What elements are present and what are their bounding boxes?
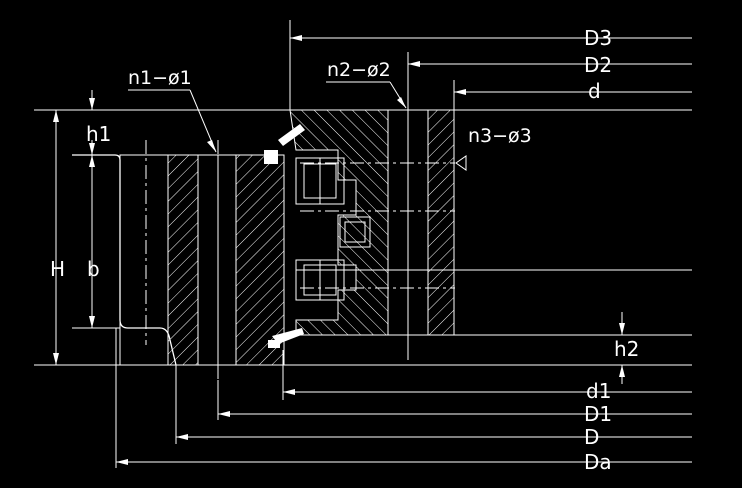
rollers — [295, 157, 371, 301]
dimension-label-Da: Da — [584, 450, 612, 474]
dimension-label-D: D — [584, 425, 599, 449]
dimension-label-D3: D3 — [584, 26, 612, 50]
dimension-label-h1: h1 — [86, 122, 111, 146]
bottom-dimensions: d1 D1 D Da — [115, 328, 692, 474]
hole-callout-n3: n3−ø3 — [468, 125, 532, 147]
right-dimension-h2: h2 — [614, 312, 639, 384]
dimension-label-h2: h2 — [614, 337, 639, 361]
top-dimensions: D3 D2 d — [289, 20, 692, 110]
hole-callout-n1: n1−ø1 — [128, 67, 192, 89]
dimension-label-d1: d1 — [586, 379, 611, 403]
seals — [264, 124, 305, 348]
inner-ring-section — [72, 154, 285, 366]
dimension-label-d: d — [588, 79, 601, 103]
outer-ring-section — [289, 109, 460, 336]
dimension-label-H: H — [50, 257, 65, 281]
left-dimensions: H b h1 — [50, 90, 111, 365]
dimension-label-D2: D2 — [584, 53, 612, 77]
centre-lines — [145, 100, 455, 380]
hole-callouts: n1−ø1 n2−ø2 n3−ø3 — [128, 59, 532, 171]
dimension-label-b: b — [87, 257, 100, 281]
dimension-label-D1: D1 — [584, 402, 612, 426]
hole-callout-n2: n2−ø2 — [327, 59, 391, 81]
